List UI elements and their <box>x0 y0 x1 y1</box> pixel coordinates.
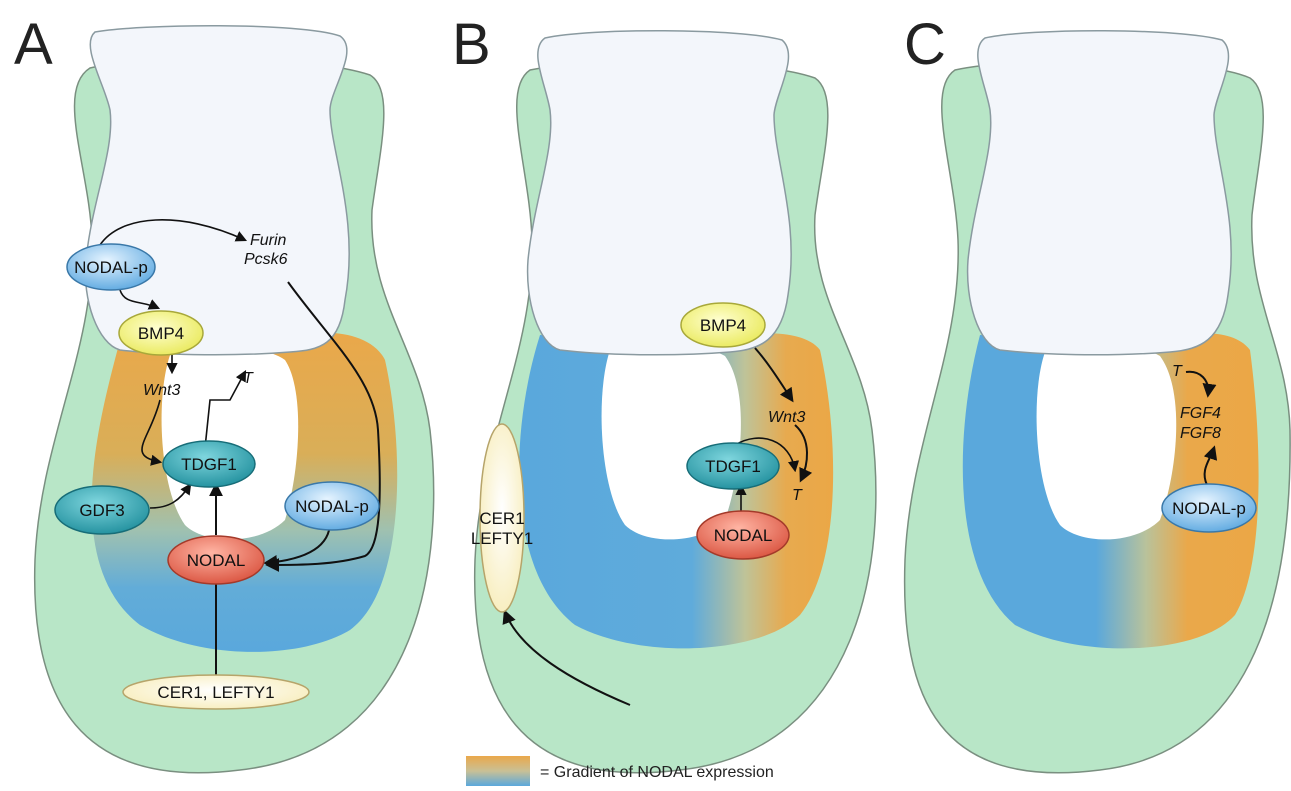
extraembryonic-a <box>85 26 349 355</box>
node-lefty1-b-label: LEFTY1 <box>471 529 533 548</box>
panel-b: B Wnt3 T BMP4 TDGF1 NODAL CER1 LEFTY1 <box>452 12 876 773</box>
node-cer-lefty-a-label: CER1, LEFTY1 <box>157 683 274 702</box>
node-nodal-a-label: NODAL <box>187 551 246 570</box>
panel-c: C T FGF4 FGF8 NODAL-p <box>904 12 1290 773</box>
node-nodal-p-top-label: NODAL-p <box>74 258 148 277</box>
panel-a: A Furin Pcsk6 Wnt3 T NODAL-p BMP4 <box>14 12 434 773</box>
gene-pcsk6: Pcsk6 <box>244 251 288 268</box>
panel-a-label: A <box>14 12 53 77</box>
cavity-b <box>602 344 741 540</box>
legend-text: = Gradient of NODAL expression <box>540 764 774 781</box>
node-nodal-b-label: NODAL <box>714 526 773 545</box>
gene-furin: Furin <box>250 232 287 249</box>
panel-c-label: C <box>904 12 946 77</box>
gene-t-b: T <box>792 487 803 504</box>
node-nodal-p-c-label: NODAL-p <box>1172 499 1246 518</box>
node-gdf3: GDF3 <box>55 486 149 534</box>
node-nodal-p-right: NODAL-p <box>285 482 379 530</box>
gene-fgf4: FGF4 <box>1180 405 1221 422</box>
node-bmp4-b-label: BMP4 <box>700 316 746 335</box>
node-nodal-p-c: NODAL-p <box>1162 484 1256 532</box>
cavity-c <box>1037 344 1177 539</box>
node-cer-lefty-a: CER1, LEFTY1 <box>123 675 309 709</box>
gene-t-a: T <box>243 370 254 387</box>
node-gdf3-label: GDF3 <box>79 501 124 520</box>
node-tdgf1-a-label: TDGF1 <box>181 455 237 474</box>
panel-b-label: B <box>452 12 491 77</box>
node-bmp4-a-label: BMP4 <box>138 324 184 343</box>
node-nodal-p-top: NODAL-p <box>67 244 155 290</box>
legend-gradient-swatch <box>466 756 530 786</box>
gene-wnt3: Wnt3 <box>143 382 180 399</box>
node-nodal-p-right-label: NODAL-p <box>295 497 369 516</box>
gene-t-c: T <box>1172 363 1183 380</box>
extraembryonic-b <box>528 31 792 355</box>
node-tdgf1-b-label: TDGF1 <box>705 457 761 476</box>
node-tdgf1-a: TDGF1 <box>163 441 255 487</box>
node-bmp4-a: BMP4 <box>119 311 203 355</box>
node-nodal-b: NODAL <box>697 511 789 559</box>
node-cer1-b-label: CER1 <box>479 509 524 528</box>
gene-fgf8: FGF8 <box>1180 425 1221 442</box>
node-bmp4-b: BMP4 <box>681 303 765 347</box>
gene-wnt3-b: Wnt3 <box>768 409 805 426</box>
node-nodal-a: NODAL <box>168 536 264 584</box>
extraembryonic-c <box>968 31 1232 355</box>
node-tdgf1-b: TDGF1 <box>687 443 779 489</box>
